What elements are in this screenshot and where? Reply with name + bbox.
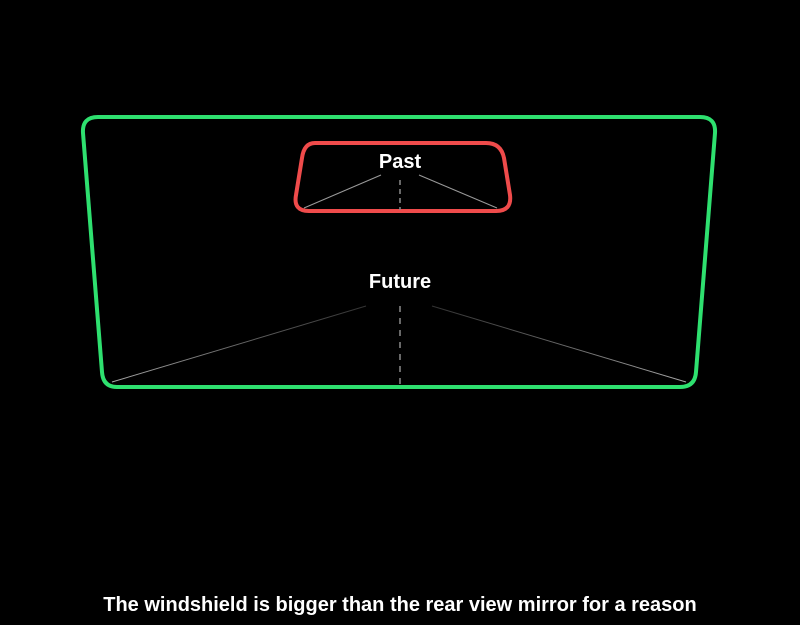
future-left-perspective-line xyxy=(111,305,367,383)
mirror-frame xyxy=(293,141,513,213)
windshield-frame xyxy=(80,115,718,389)
past-label: Past xyxy=(378,151,422,173)
future-label: Future xyxy=(368,271,432,293)
past-left-perspective-line xyxy=(303,174,382,209)
future-right-perspective-line xyxy=(431,305,687,383)
past-right-perspective-line xyxy=(418,174,498,209)
caption: The windshield is bigger than the rear v… xyxy=(103,594,697,616)
